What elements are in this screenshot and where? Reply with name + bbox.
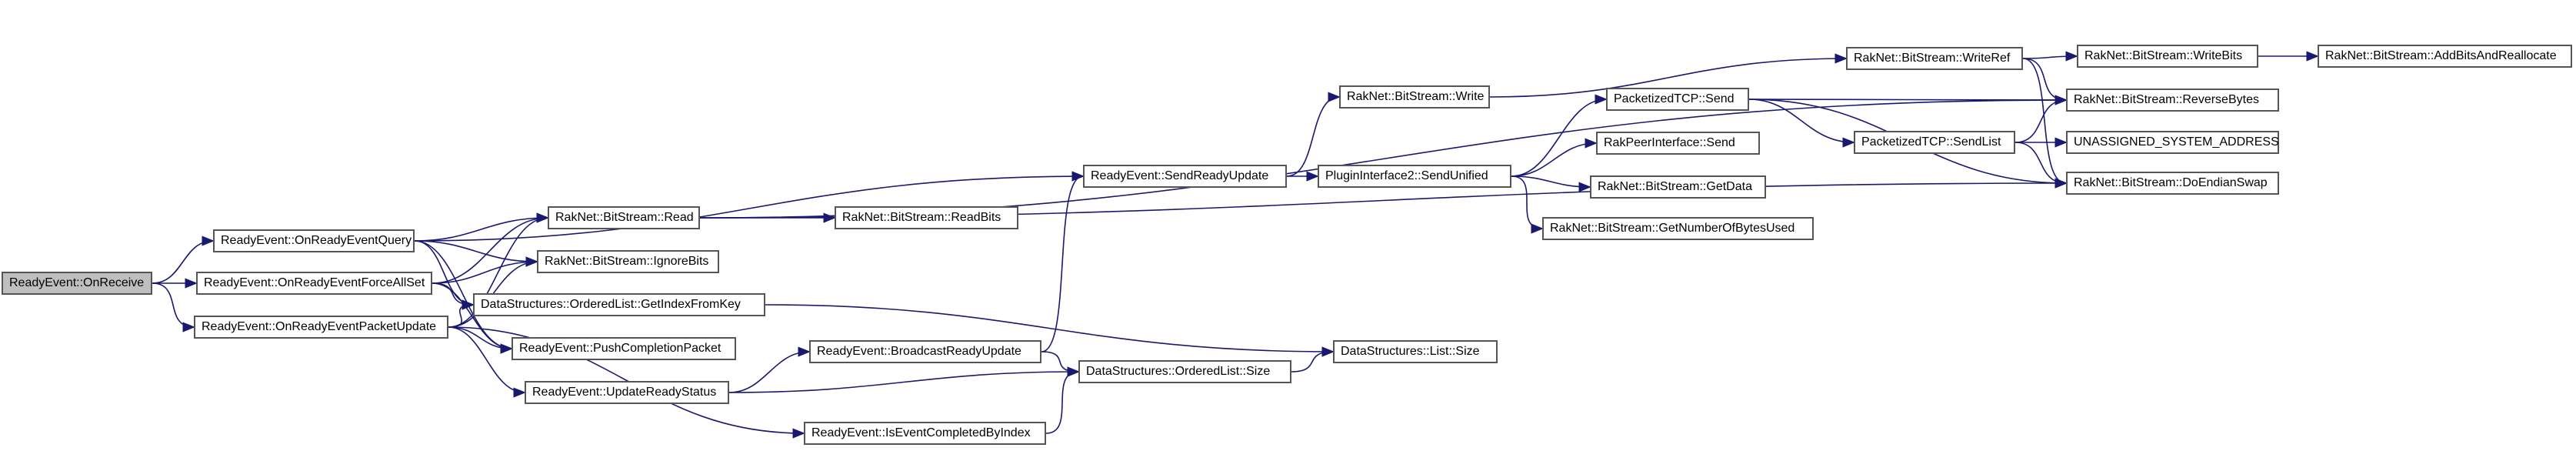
node-packetized-tcp-send-list[interactable]: PacketizedTCP::SendList [1854, 131, 2015, 154]
edge-n22-n24 [2022, 56, 2077, 58]
node-on-ready-event-packet-update[interactable]: ReadyEvent::OnReadyEventPacketUpdate [194, 316, 448, 339]
node-ready-event-on-receive: ReadyEvent::OnReceive [2, 272, 152, 295]
node-orderedlist-get-index-from-key[interactable]: DataStructures::OrderedList::GetIndexFro… [473, 293, 765, 316]
edge-n4-n10 [448, 326, 804, 433]
edge-n23-n25 [2014, 100, 2066, 143]
node-bitstream-read-bits[interactable]: RakNet::BitStream::ReadBits [835, 206, 1018, 229]
edge-n9-n14 [728, 372, 1078, 393]
edge-n1-n4 [152, 282, 194, 327]
node-update-ready-status[interactable]: ReadyEvent::UpdateReadyStatus [525, 381, 729, 404]
node-broadcast-ready-update[interactable]: ReadyEvent::BroadcastReadyUpdate [809, 340, 1041, 363]
edge-n3-n6 [432, 262, 537, 284]
node-bitstream-write[interactable]: RakNet::BitStream::Write [1339, 85, 1490, 109]
node-bitstream-reverse-bytes[interactable]: RakNet::BitStream::ReverseBytes [2066, 89, 2279, 112]
edge-n10-n14 [1045, 372, 1079, 434]
node-bitstream-get-number-of-bytes-used[interactable]: RakNet::BitStream::GetNumberOfBytesUsed [1542, 217, 1814, 240]
edge-n2-n6 [414, 240, 537, 262]
edge-n4-n9 [448, 326, 525, 393]
edge-n14-n17 [1291, 352, 1333, 372]
node-send-ready-update[interactable]: ReadyEvent::SendReadyUpdate [1083, 165, 1287, 188]
node-rakpeer-send[interactable]: RakPeerInterface::Send [1596, 132, 1760, 155]
edge-n12-n14 [1041, 351, 1078, 372]
node-bitstream-write-ref[interactable]: RakNet::BitStream::WriteRef [1846, 47, 2023, 70]
node-orderedlist-size[interactable]: DataStructures::OrderedList::Size [1078, 360, 1291, 383]
node-bitstream-ignore-bits[interactable]: RakNet::BitStream::IgnoreBits [537, 250, 719, 273]
node-list-size[interactable]: DataStructures::List::Size [1333, 340, 1498, 363]
edge-n18-n25 [1748, 99, 2066, 100]
node-bitstream-read[interactable]: RakNet::BitStream::Read [548, 206, 700, 229]
node-is-event-completed-by-index[interactable]: ReadyEvent::IsEventCompletedByIndex [804, 422, 1046, 445]
edge-n23-n27 [2014, 142, 2066, 183]
edge-n4-n8 [448, 326, 512, 349]
edge-n15-n21 [1511, 175, 1542, 229]
edge-n15-n19 [1511, 143, 1596, 177]
edge-n18-n23 [1748, 99, 1854, 142]
node-on-ready-event-query[interactable]: ReadyEvent::OnReadyEventQuery [213, 229, 415, 252]
node-push-completion-packet[interactable]: ReadyEvent::PushCompletionPacket [512, 337, 736, 360]
node-packetized-tcp-send[interactable]: PacketizedTCP::Send [1606, 88, 1749, 111]
edge-n4-n5 [448, 218, 548, 328]
edge-n2-n13 [414, 176, 1083, 242]
node-on-ready-event-force-all-set[interactable]: ReadyEvent::OnReadyEventForceAllSet [196, 272, 432, 295]
edge-n15-n20 [1511, 175, 1590, 187]
node-bitstream-get-data[interactable]: RakNet::BitStream::GetData [1590, 175, 1766, 199]
edge-n9-n12 [728, 352, 809, 393]
edge-n2-n5 [414, 218, 548, 242]
edge-n13-n16 [1286, 97, 1340, 177]
edge-n3-n5 [432, 218, 548, 284]
edge-n12-n13 [1041, 176, 1084, 352]
edge-n22-n25 [2022, 58, 2066, 100]
node-unassigned-system-address[interactable]: UNASSIGNED_SYSTEM_ADDRESS [2066, 131, 2279, 154]
edge-n22-n27 [2022, 58, 2067, 183]
edge-n7-n17 [765, 304, 1333, 352]
node-bitstream-do-endian-swap[interactable]: RakNet::BitStream::DoEndianSwap [2066, 172, 2279, 195]
edge-n4-n7 [448, 305, 473, 328]
edge-n16-n22 [1489, 58, 1846, 98]
edge-n1-n2 [152, 241, 213, 284]
edge-n15-n18 [1511, 99, 1606, 177]
node-bitstream-write-bits[interactable]: RakNet::BitStream::WriteBits [2077, 45, 2258, 68]
node-send-unified[interactable]: PluginInterface2::SendUnified [1318, 165, 1511, 188]
node-bitstream-add-bits-and-reallocate[interactable]: RakNet::BitStream::AddBitsAndReallocate [2318, 45, 2572, 68]
